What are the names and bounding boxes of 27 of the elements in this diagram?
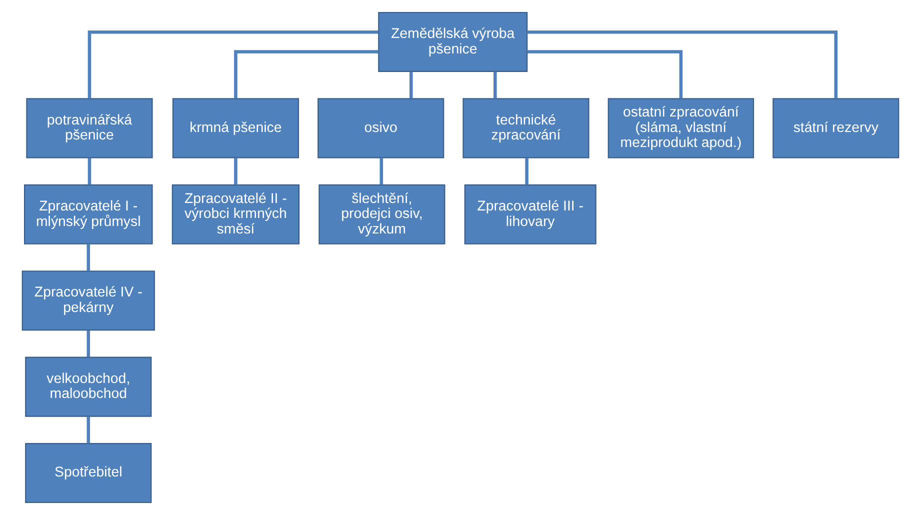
node-box: Spotřebitel [25, 443, 152, 504]
node-box: ostatní zpracování (sláma, vlastní meziprodukt apod.) [608, 98, 754, 158]
connector [380, 158, 384, 185]
node-box: Zpracovatelé IV - pekárny [22, 270, 155, 331]
node-box: potravinářská pšenice [26, 98, 153, 158]
node-box: šlechtění, prodejci osiv, výzkum [318, 184, 446, 244]
node-box: Zpracovatelé II - výrobci krmných směsí [172, 184, 300, 244]
connector [86, 416, 90, 444]
connector [409, 72, 413, 98]
node-box: Zemědělská výroba pšenice [378, 12, 528, 72]
connector [86, 244, 90, 271]
node-box: velkoobchod, maloobchod [25, 356, 152, 417]
node-box: Zpracovatelé III - lihovary [464, 184, 596, 244]
connector [234, 50, 378, 98]
node-box: osivo [318, 98, 444, 158]
node-box: Zpracovatelé I - mlýnský průmysl [24, 184, 153, 244]
connector [525, 158, 528, 185]
node-box: krmná pšenice [172, 98, 299, 158]
connector [86, 330, 90, 358]
connector [494, 72, 497, 98]
node-box: státní rezervy [772, 98, 900, 158]
connector [88, 30, 378, 98]
connector [234, 158, 238, 185]
connector [527, 30, 838, 98]
node-box: technické zpracování [462, 98, 590, 158]
connector [527, 50, 683, 98]
connector [88, 158, 92, 185]
